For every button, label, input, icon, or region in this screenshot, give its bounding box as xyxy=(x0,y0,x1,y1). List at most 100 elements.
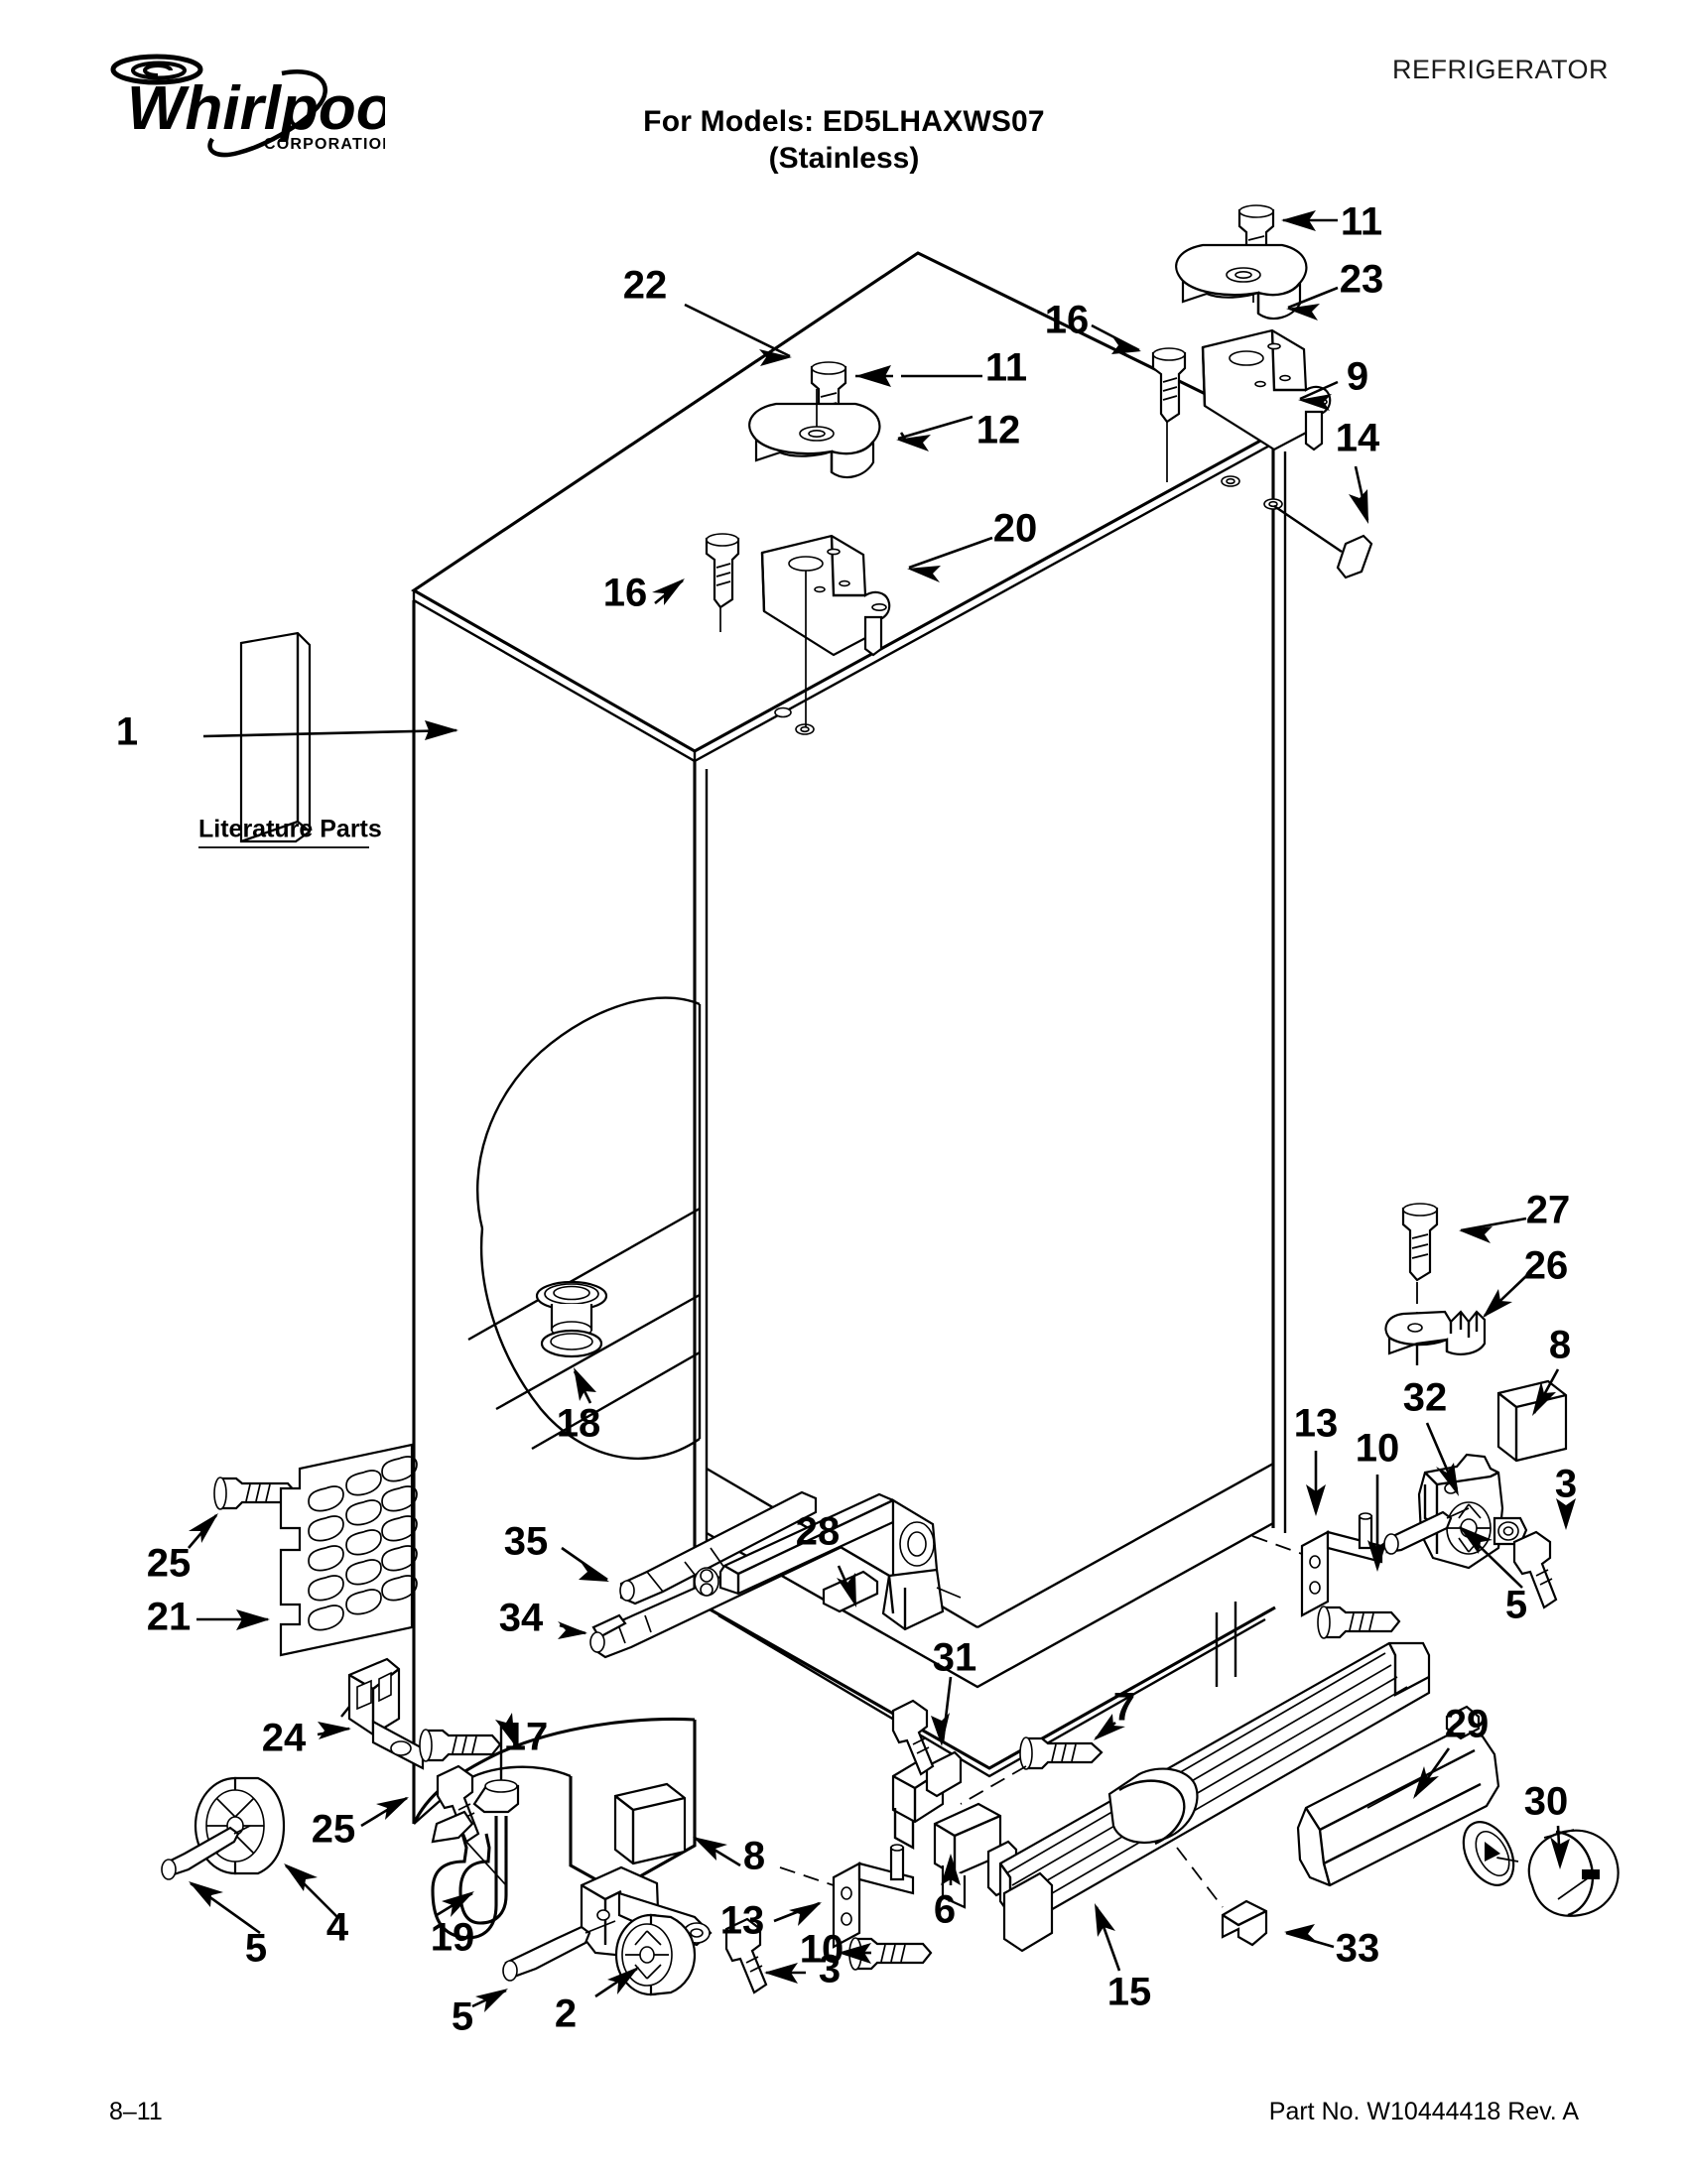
cabinet-grommet xyxy=(537,1282,606,1356)
top-hinge-left xyxy=(762,536,889,727)
callout-17: 17 xyxy=(504,1716,549,1759)
part-number: Part No. W10444418 Rev. A xyxy=(1268,2098,1579,2125)
water-filter xyxy=(1298,1707,1523,1893)
leader-18 xyxy=(574,1367,596,1403)
leader-20 xyxy=(907,538,992,582)
brand-wordmark: Whirlpool xyxy=(127,74,385,143)
callout-35: 35 xyxy=(504,1520,549,1564)
literature-parts-label: Literature Parts xyxy=(198,816,382,843)
leader-19 xyxy=(437,1891,474,1917)
leader-28 xyxy=(837,1566,856,1607)
ground-bracket-right xyxy=(1252,1513,1381,1615)
leader-15 xyxy=(1095,1903,1119,1971)
clip-retainer xyxy=(893,1752,961,1848)
callout-25-rear: 25 xyxy=(147,1542,192,1586)
leader-12 xyxy=(896,417,973,451)
axle-pin-front xyxy=(503,1921,615,1981)
callout-12: 12 xyxy=(976,409,1021,452)
screw-roller-assembly xyxy=(726,1919,766,1992)
screw-hinge-bottom xyxy=(1514,1532,1556,1607)
callout-16-right: 16 xyxy=(1045,299,1090,342)
callout-23: 23 xyxy=(1340,258,1384,302)
callout-3-front: 3 xyxy=(819,1948,841,1991)
foam-pad-left xyxy=(615,1784,685,1863)
literature-packet xyxy=(241,633,310,841)
top-hinge-right xyxy=(1203,330,1330,450)
callout-10-right: 10 xyxy=(1356,1427,1400,1471)
leveling-leg-clip xyxy=(1385,1312,1485,1365)
callout-1: 1 xyxy=(116,710,138,754)
callout-2: 2 xyxy=(555,1992,577,2036)
axle-pin-left xyxy=(162,1826,250,1879)
drain-hose xyxy=(433,1723,518,1938)
leader-8-left xyxy=(693,1837,740,1865)
leader-22 xyxy=(685,305,792,366)
leader-6 xyxy=(941,1854,961,1885)
hinge-cover-right xyxy=(1176,245,1306,319)
leader-11-right xyxy=(1281,210,1338,231)
callout-11-right: 11 xyxy=(1341,200,1382,244)
callout-24: 24 xyxy=(262,1717,307,1760)
leader-13-right xyxy=(1306,1451,1326,1516)
leader-8-right xyxy=(1532,1369,1558,1416)
filter-cap xyxy=(1496,1830,1619,1916)
ground-bracket-front xyxy=(780,1845,913,1947)
callout-32: 32 xyxy=(1403,1376,1448,1420)
leader-31 xyxy=(931,1677,951,1746)
callout-6: 6 xyxy=(934,1888,956,1932)
callout-30: 30 xyxy=(1524,1780,1569,1824)
base-grille xyxy=(1000,1643,1429,1951)
callout-22: 22 xyxy=(623,264,668,308)
screw-ground-bracket-right xyxy=(1318,1606,1399,1638)
leader-27 xyxy=(1459,1219,1526,1243)
leader-13-front xyxy=(774,1902,822,1926)
leader-9 xyxy=(1298,382,1338,411)
callout-29: 29 xyxy=(1445,1703,1490,1746)
callout-14: 14 xyxy=(1336,417,1380,460)
callout-16-left: 16 xyxy=(603,572,648,615)
leader-29 xyxy=(1413,1748,1449,1799)
callout-9: 9 xyxy=(1347,355,1368,399)
hinge-pin xyxy=(1274,506,1371,578)
leader-2 xyxy=(595,1967,639,1996)
leader-32 xyxy=(1427,1423,1459,1496)
leader-5-left xyxy=(189,1881,260,1933)
page-number: 8–11 xyxy=(109,2098,163,2125)
callout-10-front: 10 xyxy=(800,1928,844,1972)
callout-28: 28 xyxy=(796,1510,841,1554)
leader-16-left xyxy=(652,578,685,605)
leader-5-front xyxy=(472,1989,508,2012)
screw-hinge-plate xyxy=(707,534,738,632)
whirlpool-logo: Whirlpool CORPORATION xyxy=(87,50,413,164)
leader-3-right xyxy=(1556,1498,1576,1530)
axle-pin-right xyxy=(1384,1508,1469,1554)
leader-11-left xyxy=(855,365,982,387)
callout-4: 4 xyxy=(326,1906,349,1950)
callout-11-left: 11 xyxy=(985,346,1027,390)
callout-33: 33 xyxy=(1336,1927,1380,1971)
roller-assembly-front xyxy=(582,1867,711,1994)
callout-5-right: 5 xyxy=(1505,1584,1527,1627)
callout-20: 20 xyxy=(993,507,1038,551)
callout-18: 18 xyxy=(557,1402,601,1446)
leader-17 xyxy=(495,1713,515,1745)
leader-25-rear xyxy=(189,1513,218,1548)
leader-14 xyxy=(1349,466,1368,524)
tube-clip xyxy=(1177,1848,1266,1945)
callout-25-roller: 25 xyxy=(312,1808,356,1852)
roller-bracket-rear xyxy=(341,1659,423,1768)
brand-subtext: CORPORATION xyxy=(264,136,385,153)
category-title: REFRIGERATOR xyxy=(1391,55,1609,84)
callout-26: 26 xyxy=(1524,1244,1569,1288)
callout-5-front: 5 xyxy=(452,1995,473,2039)
leader-1 xyxy=(203,720,458,740)
callout-5-left: 5 xyxy=(245,1927,267,1971)
cabinet-body xyxy=(414,253,1285,1890)
leader-16-right xyxy=(1092,325,1141,354)
leader-5-right xyxy=(1459,1526,1522,1588)
water-valve-assembly xyxy=(695,1494,961,1629)
foam-pad-right xyxy=(1498,1381,1566,1461)
callout-8-right: 8 xyxy=(1549,1324,1571,1367)
